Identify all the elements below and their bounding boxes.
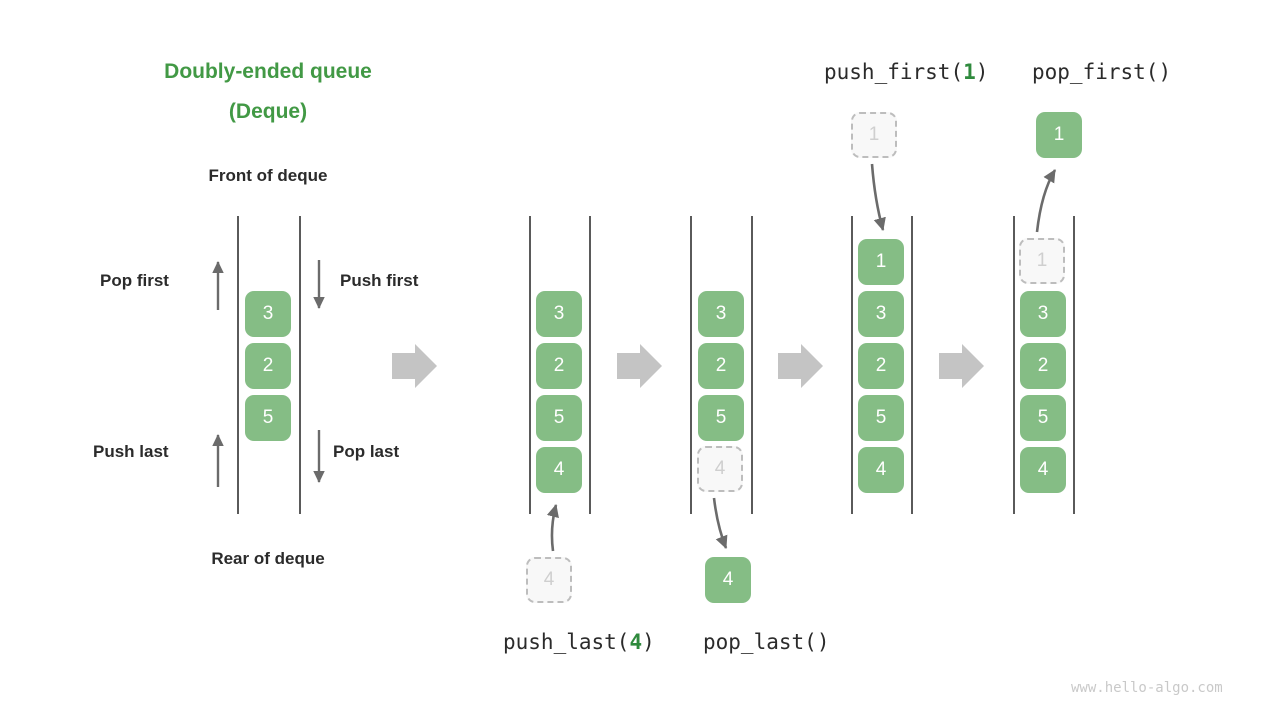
pop-first-curve-arrow-icon	[1035, 169, 1057, 233]
deque-box: 2	[536, 343, 582, 389]
op-close-paren: )	[1158, 60, 1172, 84]
op-name: push_first	[824, 60, 951, 84]
deque-box: 5	[858, 395, 904, 441]
deque-box: 1	[1019, 238, 1065, 284]
front-of-deque-label: Front of deque	[208, 166, 328, 185]
op-open-paren: (	[804, 630, 817, 654]
op-close-paren: )	[642, 630, 655, 654]
deque-box: 3	[536, 291, 582, 337]
push-last-curve-arrow-icon	[546, 503, 559, 552]
incoming-element-box: 4	[526, 557, 572, 603]
deque-rail-left-panel-2	[529, 216, 531, 514]
push-first-curve-arrow-icon	[870, 163, 886, 232]
deque-box: 2	[698, 343, 744, 389]
push-first-label: Push first	[340, 271, 419, 290]
op-name: push_last	[503, 630, 617, 654]
deque-box: 4	[1020, 447, 1066, 493]
pop-last-operation-label: pop_last()	[703, 630, 829, 654]
op-name: pop_first	[1032, 60, 1146, 84]
deque-box: 5	[1020, 395, 1066, 441]
deque-box: 5	[698, 395, 744, 441]
deque-rail-right-panel-5	[1073, 216, 1075, 514]
pop-last-curve-arrow-icon	[712, 497, 728, 549]
op-open-paren: (	[616, 630, 630, 654]
push-last-label: Push last	[93, 442, 169, 461]
rear-of-deque-label: Rear of deque	[211, 549, 325, 568]
deque-rail-left-panel-4	[851, 216, 853, 514]
deque-rail-right-panel-1	[299, 216, 301, 514]
deque-box: 2	[858, 343, 904, 389]
op-argument: 1	[963, 60, 976, 84]
deque-rail-left-panel-1	[237, 216, 239, 514]
deque-box: 2	[1020, 343, 1066, 389]
deque-box: 4	[536, 447, 582, 493]
outgoing-element-box: 1	[1036, 112, 1082, 158]
deque-box: 3	[245, 291, 291, 337]
transition-arrow-icon	[778, 344, 823, 388]
pop-first-label: Pop first	[100, 271, 169, 290]
op-close-paren: )	[975, 60, 989, 84]
deque-box: 4	[858, 447, 904, 493]
incoming-element-box: 1	[851, 112, 897, 158]
page-title-line2: (Deque)	[228, 100, 308, 123]
watermark: www.hello-algo.com	[1071, 680, 1223, 696]
outgoing-element-box: 4	[705, 557, 751, 603]
deque-rail-right-panel-4	[911, 216, 913, 514]
deque-rail-right-panel-2	[589, 216, 591, 514]
transition-arrow-icon	[939, 344, 984, 388]
deque-box: 1	[858, 239, 904, 285]
deque-rail-left-panel-5	[1013, 216, 1015, 514]
pop-last-label: Pop last	[333, 442, 400, 461]
op-open-paren: (	[1145, 60, 1159, 84]
deque-box: 2	[245, 343, 291, 389]
deque-rail-left-panel-3	[690, 216, 692, 514]
op-name: pop_last	[703, 630, 805, 654]
transition-arrow-icon	[617, 344, 662, 388]
deque-box: 3	[1020, 291, 1066, 337]
pop-first-operation-label: pop_first()	[1032, 60, 1171, 84]
op-open-paren: (	[950, 60, 964, 84]
deque-box: 3	[698, 291, 744, 337]
push-last-operation-label: push_last(4)	[503, 630, 655, 654]
op-argument: 4	[629, 630, 643, 654]
page-title-line1: Doubly-ended queue	[164, 60, 372, 83]
op-close-paren: )	[816, 630, 830, 654]
deque-box: 4	[697, 446, 743, 492]
push-first-operation-label: push_first(1)	[824, 60, 988, 84]
transition-arrow-icon	[392, 344, 437, 388]
deque-box: 3	[858, 291, 904, 337]
deque-rail-right-panel-3	[751, 216, 753, 514]
deque-box: 5	[536, 395, 582, 441]
deque-box: 5	[245, 395, 291, 441]
